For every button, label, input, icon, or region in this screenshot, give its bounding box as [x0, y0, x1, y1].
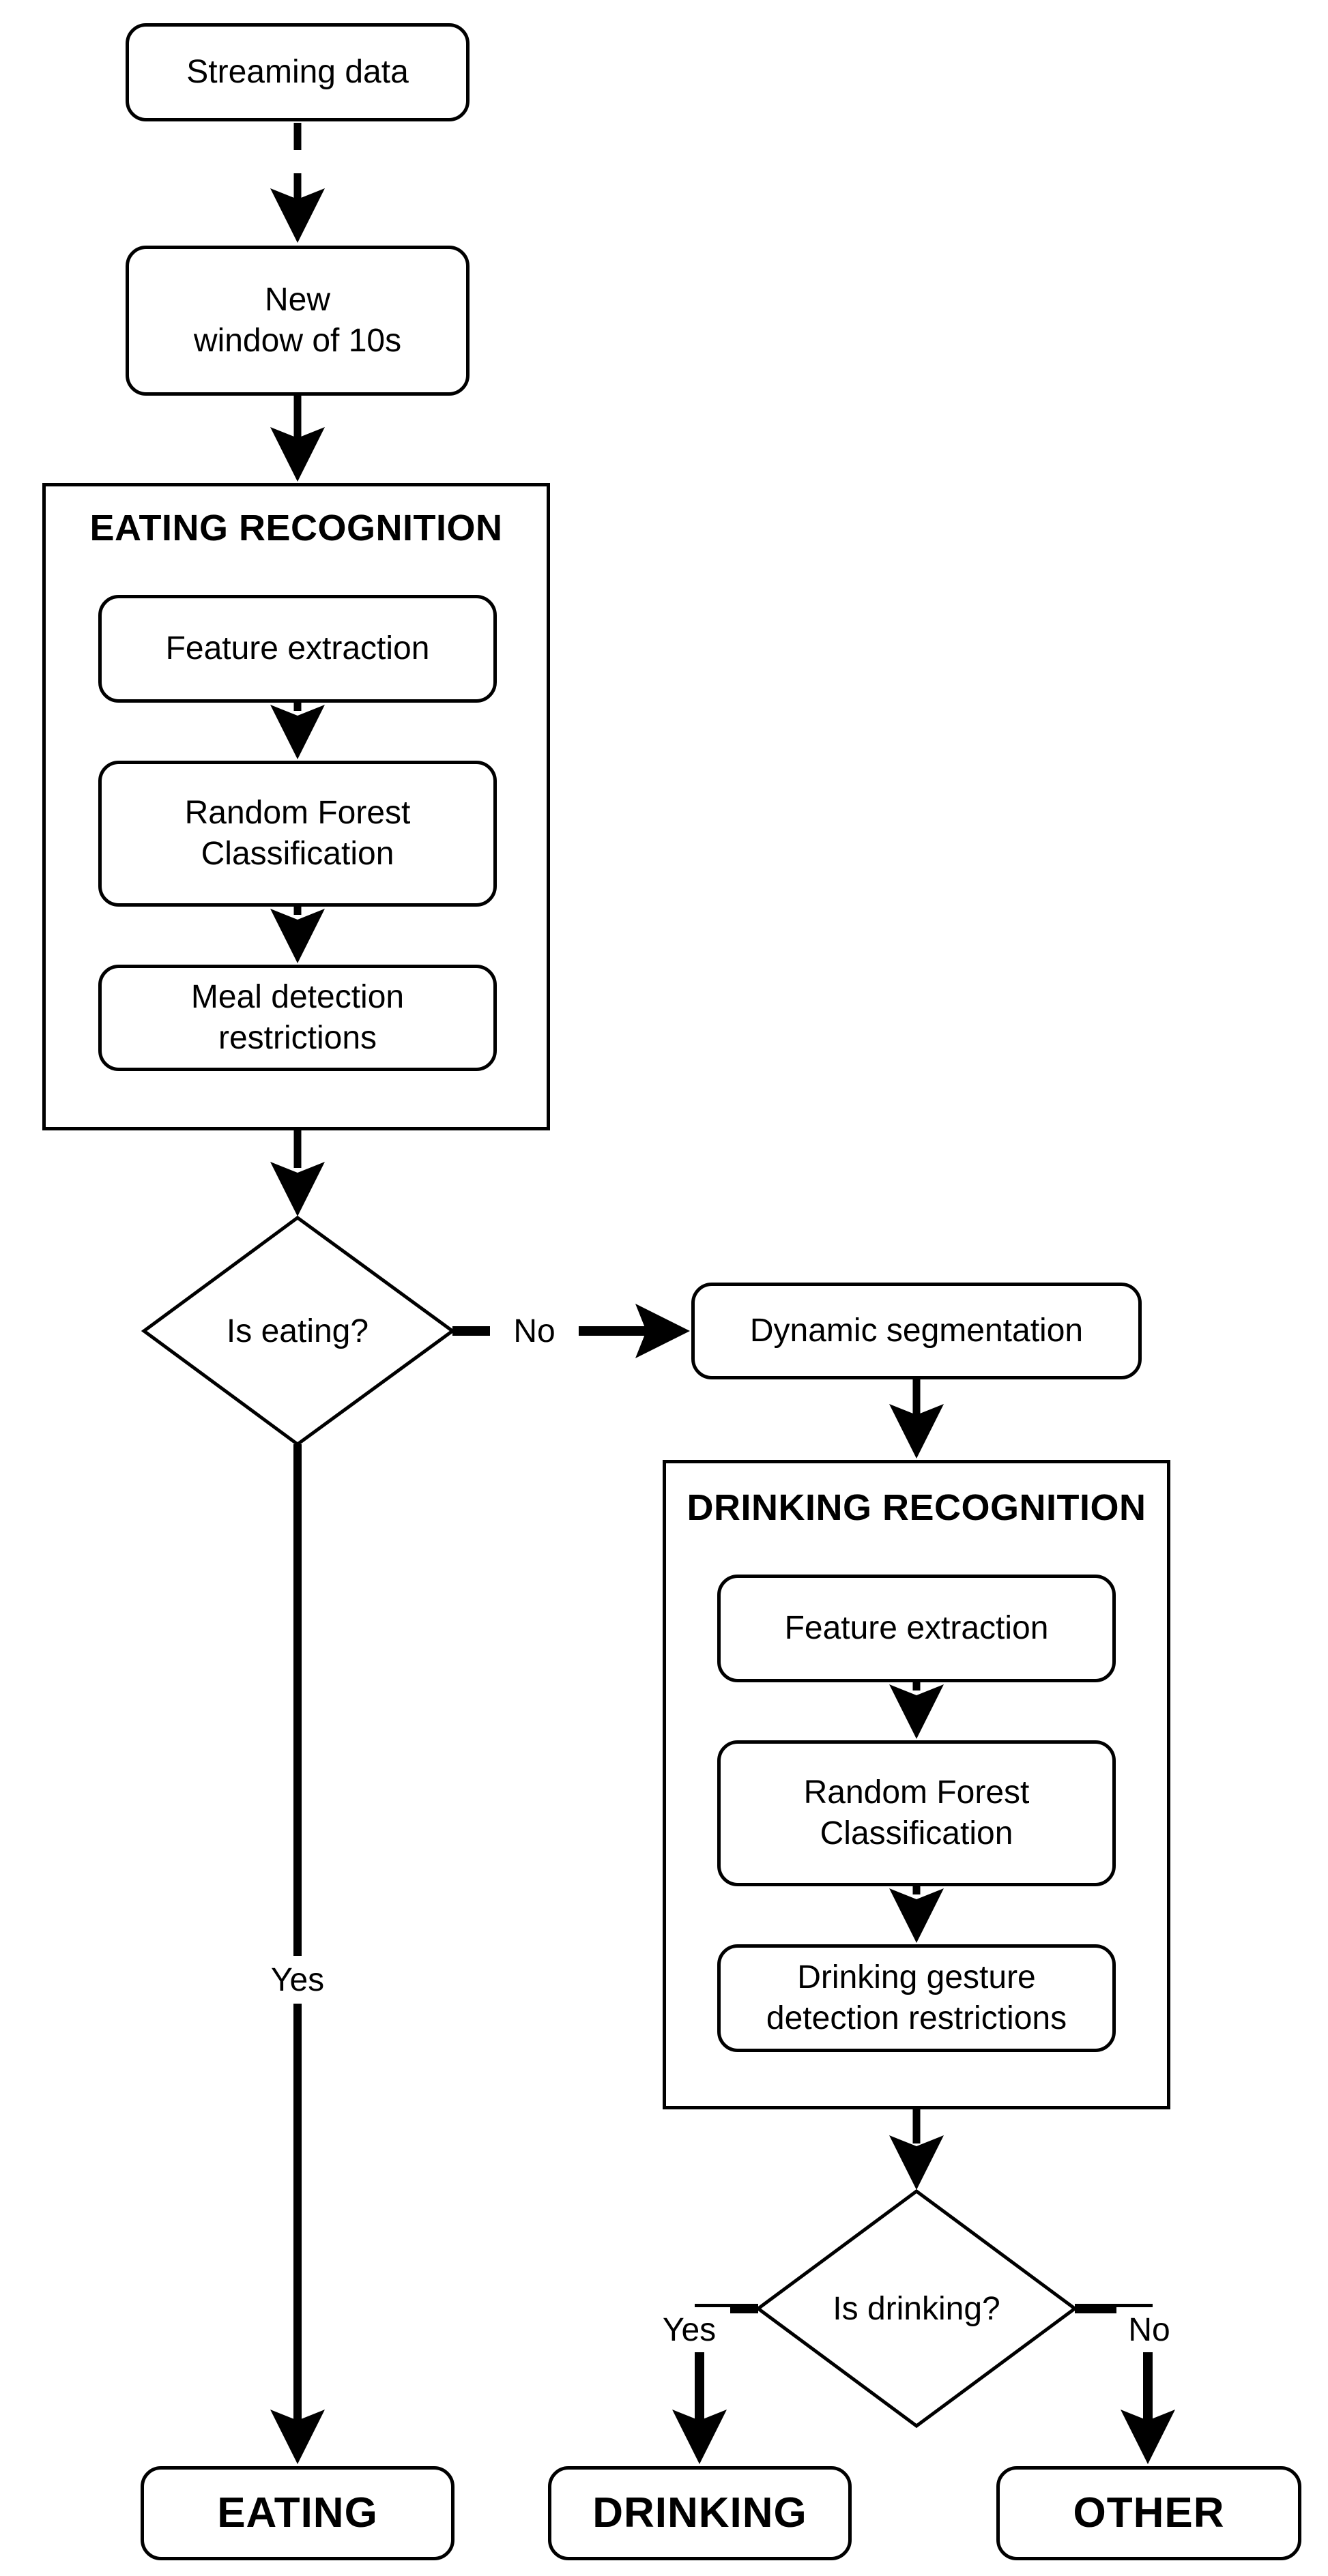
arrow-streaming-to-window — [270, 123, 325, 243]
arrow-dynamic-segmentation-to-drinking-section — [889, 1379, 944, 1459]
node-result-drinking: DRINKING — [548, 2466, 852, 2560]
edge-label-no-is-eating: No — [490, 1307, 579, 1355]
node-result-other: OTHER — [996, 2466, 1301, 2560]
node-new-window: New window of 10s — [126, 246, 470, 396]
arrow-eating-section-to-is-eating — [270, 1130, 325, 1216]
arrow-eating-feature-to-rf — [270, 703, 325, 759]
arrow-drinking-rf-to-restrictions — [889, 1886, 944, 1943]
drinking-restrictions-label-line1: Drinking gesture — [797, 1959, 1036, 1995]
eating-section-title: EATING RECOGNITION — [89, 508, 503, 548]
streaming-data-label: Streaming data — [186, 54, 409, 90]
eating-rf-label-line1: Random Forest — [184, 795, 411, 831]
arrow-drinking-feature-to-rf — [889, 1682, 944, 1739]
drinking-section-container — [663, 1460, 1170, 2109]
node-drinking-random-forest: Random Forest Classification — [717, 1740, 1116, 1886]
eating-meal-label-line1: Meal detection — [190, 979, 405, 1015]
edge-label-yes-is-drinking: Yes — [648, 2307, 730, 2352]
result-drinking-label: DRINKING — [592, 2489, 807, 2537]
arrow-drinking-section-to-is-drinking — [889, 2109, 944, 2190]
new-window-label-line1: New — [264, 282, 331, 318]
eating-section-container — [42, 483, 550, 1130]
eating-rf-label-line2: Classification — [201, 836, 394, 872]
drinking-rf-label-line1: Random Forest — [803, 1774, 1030, 1811]
result-other-label: OTHER — [1073, 2489, 1225, 2537]
arrow-eating-rf-to-meal — [270, 907, 325, 963]
node-meal-detection-restrictions: Meal detection restrictions — [98, 965, 497, 1071]
node-streaming-data: Streaming data — [126, 23, 470, 121]
is-eating-label: Is eating? — [226, 1313, 369, 1349]
arrow-window-to-eating-section — [270, 396, 325, 482]
edge-label-yes-is-eating: Yes — [253, 1956, 342, 2004]
node-result-eating: EATING — [141, 2466, 454, 2560]
edge-label-no-is-drinking: No — [1116, 2307, 1182, 2352]
drinking-feature-label: Feature extraction — [784, 1610, 1049, 1646]
is-drinking-label: Is drinking? — [833, 2290, 1000, 2327]
drinking-restrictions-label-line2: detection restrictions — [766, 2000, 1067, 2036]
eating-meal-label-line2: restrictions — [218, 1020, 377, 1056]
node-eating-feature-extraction: Feature extraction — [98, 595, 497, 703]
node-drinking-feature-extraction: Feature extraction — [717, 1575, 1116, 1682]
is-drinking-diamond — [755, 2189, 1078, 2429]
eating-feature-label: Feature extraction — [165, 630, 430, 667]
new-window-label-line2: window of 10s — [193, 323, 402, 359]
node-eating-random-forest: Random Forest Classification — [98, 761, 497, 907]
result-eating-label: EATING — [217, 2489, 378, 2537]
drinking-section-title: DRINKING RECOGNITION — [687, 1487, 1146, 1528]
node-drinking-gesture-restrictions: Drinking gesture detection restrictions — [717, 1944, 1116, 2052]
arrow-is-eating-yes-to-eating-result — [270, 1444, 325, 2464]
dynamic-segmentation-label: Dynamic segmentation — [749, 1313, 1084, 1349]
node-dynamic-segmentation: Dynamic segmentation — [691, 1283, 1142, 1379]
drinking-rf-label-line2: Classification — [820, 1815, 1013, 1852]
